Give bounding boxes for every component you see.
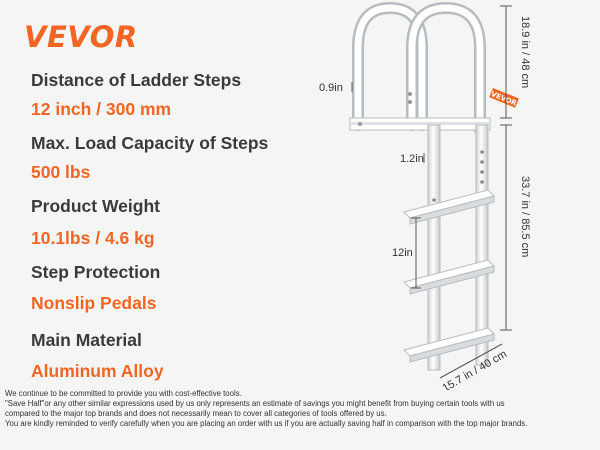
disclaimer-line: compared to the major top brands and doe… <box>5 409 387 418</box>
ladder-rail-left <box>427 124 441 371</box>
spec-value-main-material: Aluminum Alloy <box>31 361 164 381</box>
spec-label-step-distance: Distance of Ladder Steps <box>31 70 242 90</box>
ladder-handle-right <box>406 1 486 136</box>
spec-label-load-capacity: Max. Load Capacity of Steps <box>31 133 269 153</box>
ladder-step-2 <box>403 259 495 295</box>
dim-width: 15.7 in / 40 cm <box>441 348 509 390</box>
disclaimer-line: You are kindly reminded to verify carefu… <box>5 419 528 428</box>
spec-value-load-capacity: 500 lbs <box>31 162 91 182</box>
dimension-lines <box>351 5 512 379</box>
dim-body-height: 33.7 in / 85.5 cm <box>519 176 531 257</box>
ladder-rail-right <box>475 124 489 366</box>
ladder-mount-bracket <box>349 92 491 131</box>
disclaimer: We continue to be committed to provide y… <box>5 389 597 429</box>
brand-logo: VEVOR <box>24 20 138 54</box>
spec-value-product-weight: 10.1lbs / 4.6 kg <box>31 228 155 248</box>
disclaimer-line: "Save Half"or any other similar expressi… <box>5 399 505 408</box>
dim-tube-top: 0.9in <box>319 82 343 94</box>
disclaimer-line: We continue to be committed to provide y… <box>5 389 242 398</box>
spec-label-product-weight: Product Weight <box>31 196 160 216</box>
spec-value-step-protection: Nonslip Pedals <box>31 293 157 313</box>
ladder-step-3 <box>403 327 495 363</box>
product-tag: VEVOR <box>489 88 519 108</box>
spec-label-main-material: Main Material <box>31 330 142 350</box>
ladder-handle-left <box>352 1 428 131</box>
dim-step-gap: 12in <box>392 247 413 259</box>
dim-tube-mid: 1.2in <box>400 153 424 165</box>
dim-top-height: 18.9 in / 48 cm <box>519 16 531 88</box>
ladder-illustration: VEVOR 18.9 in / 48 cm 33.7 in / 85.5 cm … <box>319 1 531 390</box>
spec-label-step-protection: Step Protection <box>31 262 161 282</box>
spec-value-step-distance: 12 inch / 300 mm <box>31 99 172 119</box>
ladder-step-1 <box>403 189 495 225</box>
